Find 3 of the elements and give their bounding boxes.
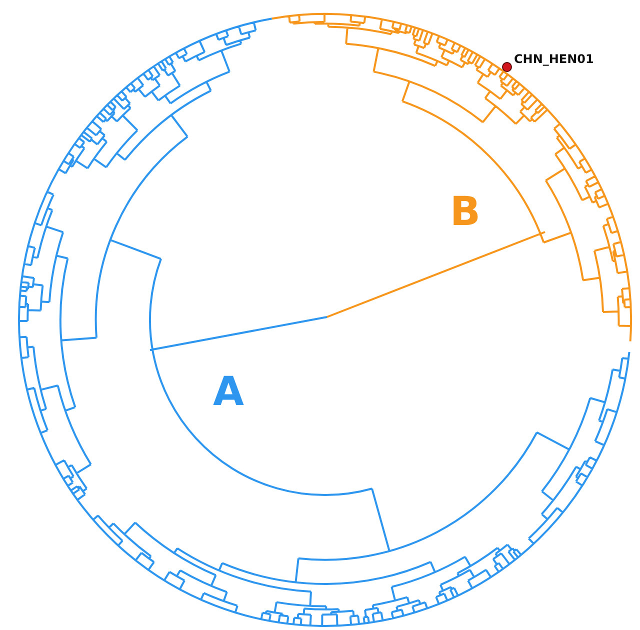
leaf-label: CHN_HEN01 (514, 53, 594, 65)
clade-label: A (213, 372, 244, 412)
clade-label: B (450, 192, 480, 232)
